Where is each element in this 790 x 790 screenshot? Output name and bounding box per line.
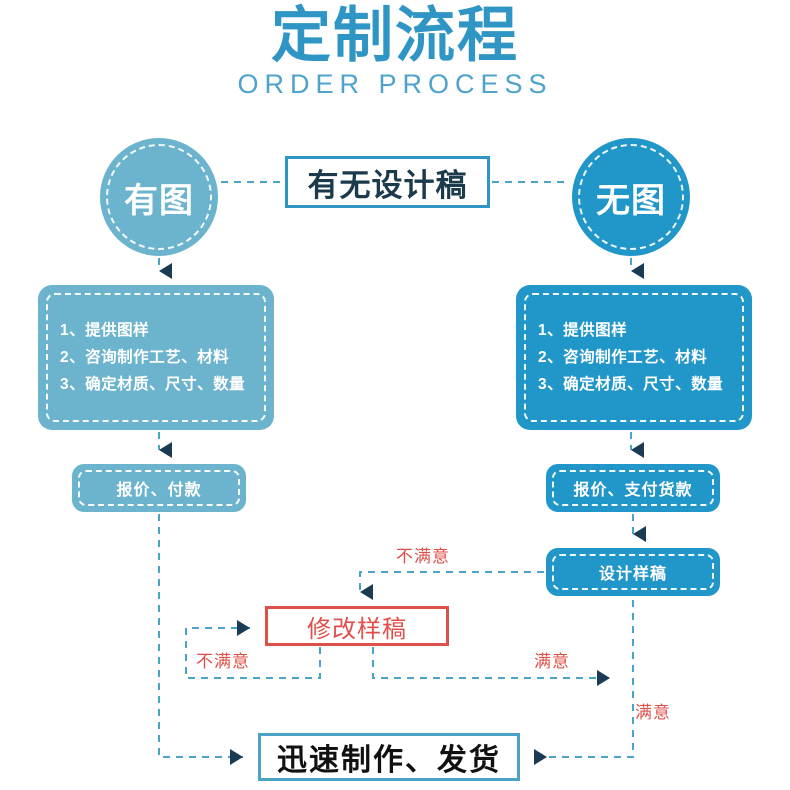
- dashed-ring-decoration: [578, 144, 684, 250]
- design-draft-node[interactable]: 设计样稿: [546, 548, 720, 596]
- dashed-border-decoration: [552, 470, 714, 506]
- quote-payment-left-label: 报价、付款: [116, 482, 202, 499]
- quote-payment-right[interactable]: 报价、支付货款: [546, 464, 720, 512]
- edge-label-satisfied-right: 满意: [635, 703, 671, 722]
- decision-node-label: 有无设计稿: [307, 167, 468, 203]
- left-requirements-list: 1、提供图样 2、咨询制作工艺、材料 3、确定材质、尺寸、数量: [38, 285, 274, 398]
- right-requirements-box[interactable]: 1、提供图样 2、咨询制作工艺、材料 3、确定材质、尺寸、数量: [516, 285, 752, 430]
- revise-draft-label: 修改样稿: [307, 615, 407, 643]
- production-shipping-node[interactable]: 迅速制作、发货: [258, 733, 520, 781]
- has-design-circle[interactable]: 有图: [100, 138, 218, 256]
- edge-label-unsatisfied-left: 不满意: [196, 652, 250, 671]
- page-subtitle: ORDER PROCESS: [237, 69, 553, 99]
- quote-payment-left[interactable]: 报价、付款: [72, 464, 246, 512]
- edge-label-unsatisfied-top: 不满意: [396, 547, 450, 566]
- dashed-border-decoration: [552, 554, 714, 590]
- quote-payment-right-label: 报价、支付货款: [573, 482, 693, 499]
- list-item: 3、确定材质、尺寸、数量: [60, 376, 246, 393]
- dashed-border-decoration: [46, 293, 266, 422]
- page-title: 定制流程: [271, 2, 519, 69]
- has-design-circle-label: 有图: [124, 181, 194, 220]
- decision-node[interactable]: 有无设计稿: [285, 156, 490, 208]
- list-item: 2、咨询制作工艺、材料: [538, 349, 708, 366]
- left-requirements-box[interactable]: 1、提供图样 2、咨询制作工艺、材料 3、确定材质、尺寸、数量: [38, 285, 274, 430]
- dashed-border-decoration: [78, 470, 240, 506]
- list-item: 2、咨询制作工艺、材料: [60, 349, 230, 366]
- edge-label-satisfied-mid: 满意: [534, 652, 570, 671]
- list-item: 1、提供图样: [60, 322, 150, 339]
- list-item: 3、确定材质、尺寸、数量: [538, 376, 724, 393]
- right-requirements-list: 1、提供图样 2、咨询制作工艺、材料 3、确定材质、尺寸、数量: [516, 285, 752, 398]
- no-design-circle-label: 无图: [596, 181, 666, 220]
- list-item: 1、提供图样: [538, 322, 628, 339]
- design-draft-label: 设计样稿: [598, 566, 667, 583]
- no-design-circle[interactable]: 无图: [572, 138, 690, 256]
- dashed-border-decoration: [524, 293, 744, 422]
- revise-draft-node[interactable]: 修改样稿: [265, 606, 449, 646]
- dashed-ring-decoration: [106, 144, 212, 250]
- production-shipping-label: 迅速制作、发货: [277, 744, 501, 777]
